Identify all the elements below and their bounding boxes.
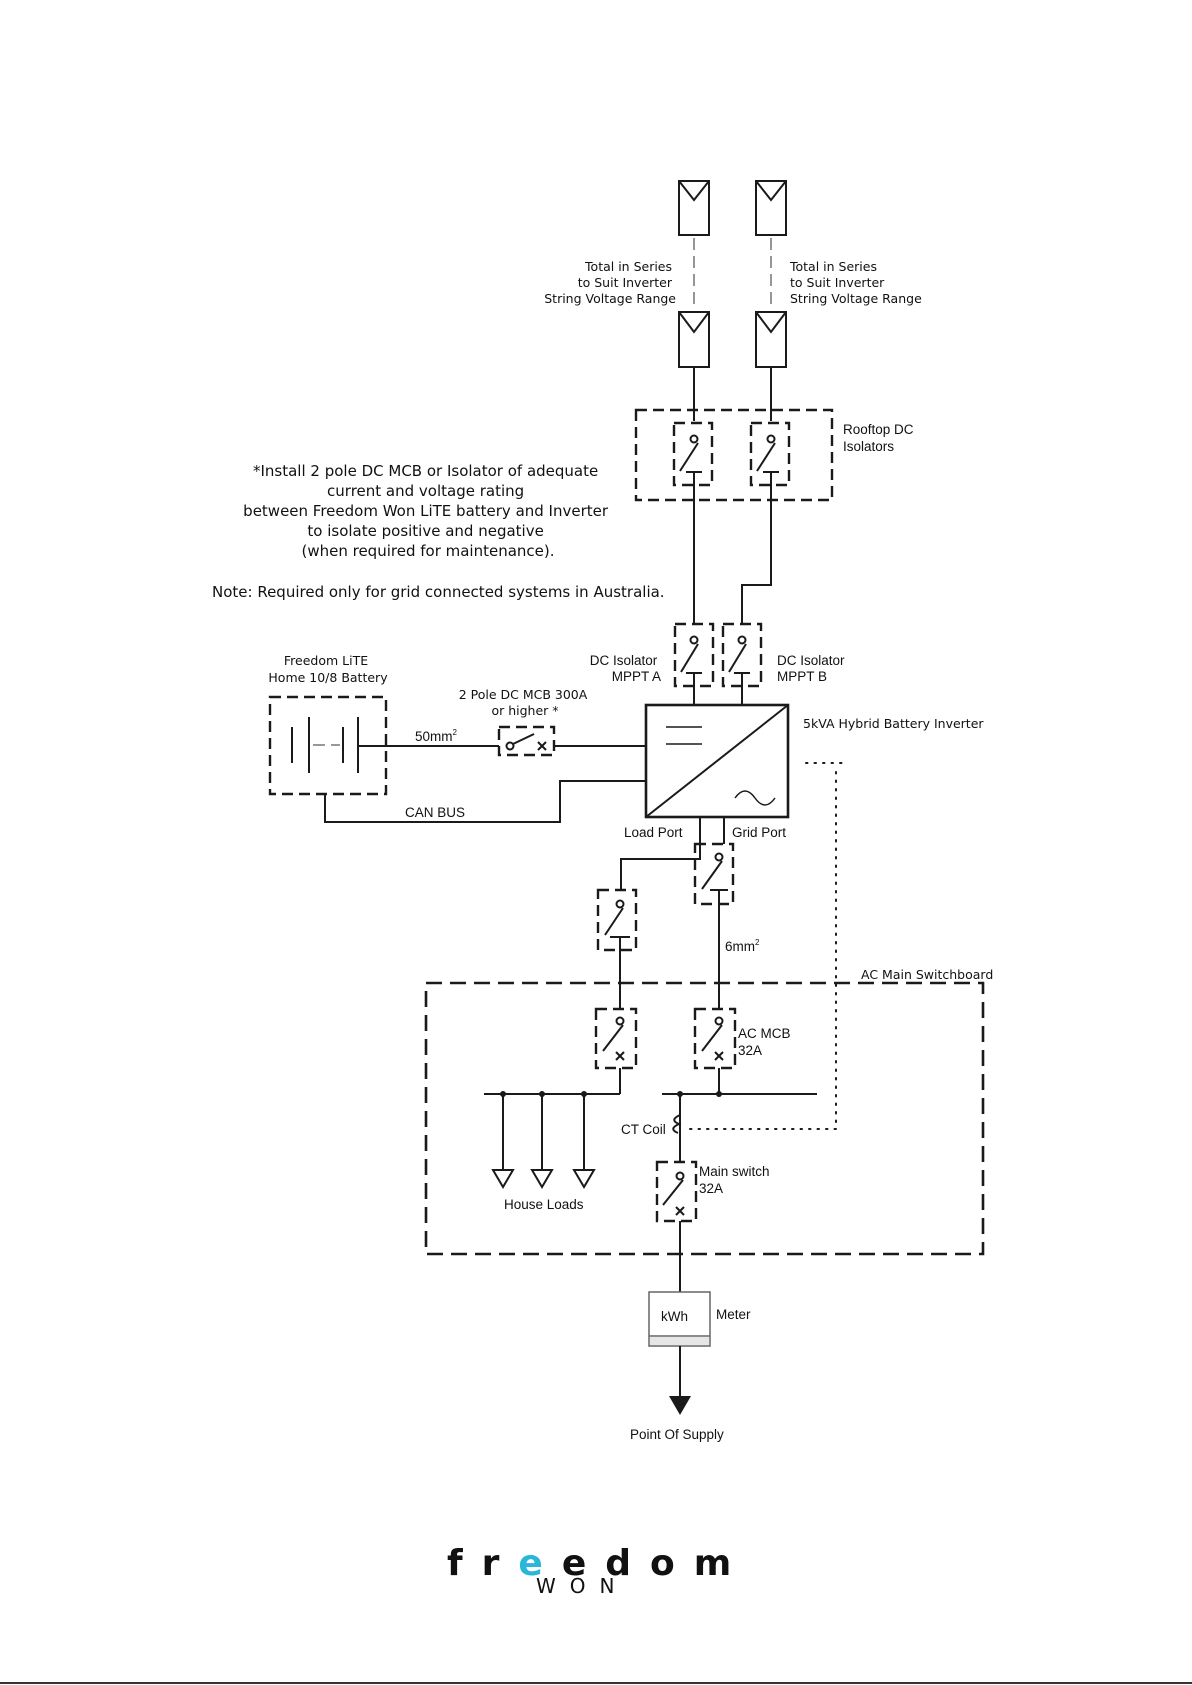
main-switch-label: Main switch 32A [699, 1164, 773, 1196]
house-loads [491, 1091, 596, 1189]
dc-mcb [497, 725, 556, 757]
battery-label: Freedom LiTE Home 10/8 Battery [268, 653, 388, 685]
switchboard-label: AC Main Switchboard [861, 967, 993, 982]
switchboard-enclosure [424, 981, 985, 1256]
inverter-label: 5kVA Hybrid Battery Inverter [803, 716, 984, 731]
region-note: Note: Required only for grid connected s… [212, 583, 665, 601]
load-mcb [594, 1007, 638, 1070]
house-loads-label: House Loads [504, 1197, 584, 1212]
rooftop-isolator-b [749, 421, 791, 500]
dc-isolator-a-label: DC Isolator MPPT A [590, 653, 661, 684]
rooftop-isolator-enclosure [634, 408, 834, 502]
supply-label: Point Of Supply [630, 1427, 724, 1442]
dc-mcb-label: 2 Pole DC MCB 300A or higher * [459, 687, 592, 718]
string-note-a: Total in Series to Suit Inverter String … [544, 259, 676, 306]
main-switch [655, 1160, 698, 1223]
rooftop-isolators-label: Rooftop DC Isolators [843, 422, 917, 454]
cable-6-label: 6mm2 [725, 938, 760, 954]
string-note-b: Total in Series to Suit Inverter String … [789, 259, 922, 306]
ct-coil [672, 1114, 682, 1134]
kwh-meter [648, 1291, 711, 1347]
ac-mcb-label: AC MCB 32A [738, 1026, 794, 1058]
cable-50-label: 50mm2 [415, 728, 458, 744]
battery [268, 695, 388, 796]
install-note: *Install 2 pole DC MCB or Isolator of ad… [243, 462, 613, 560]
ac-mcb [693, 1007, 737, 1070]
meter-label: Meter [716, 1307, 751, 1322]
brand-logo: freedom [447, 1543, 750, 1584]
ct-coil-label: CT Coil [621, 1122, 666, 1137]
brand-logo-sub: WON [536, 1574, 628, 1598]
dc-isolator-mppt-a [673, 622, 715, 705]
load-port-label: Load Port [624, 825, 683, 840]
ct-signal-line [689, 771, 837, 1130]
load-port-isolator [596, 888, 638, 1009]
grid-port-isolator [693, 842, 735, 1009]
hybrid-inverter [644, 703, 790, 819]
can-bus-label: CAN BUS [405, 805, 465, 820]
rooftop-isolator-a [672, 421, 714, 500]
dc-isolator-b-label: DC Isolator MPPT B [777, 653, 848, 684]
pv-string-a [678, 180, 710, 421]
can-bus-cable [324, 780, 646, 823]
meter-display: kWh [661, 1309, 688, 1324]
dc-isolator-mppt-b [721, 622, 763, 705]
supply-arrow [669, 1396, 691, 1415]
grid-port-label: Grid Port [732, 825, 786, 840]
pv-string-b [755, 180, 787, 421]
